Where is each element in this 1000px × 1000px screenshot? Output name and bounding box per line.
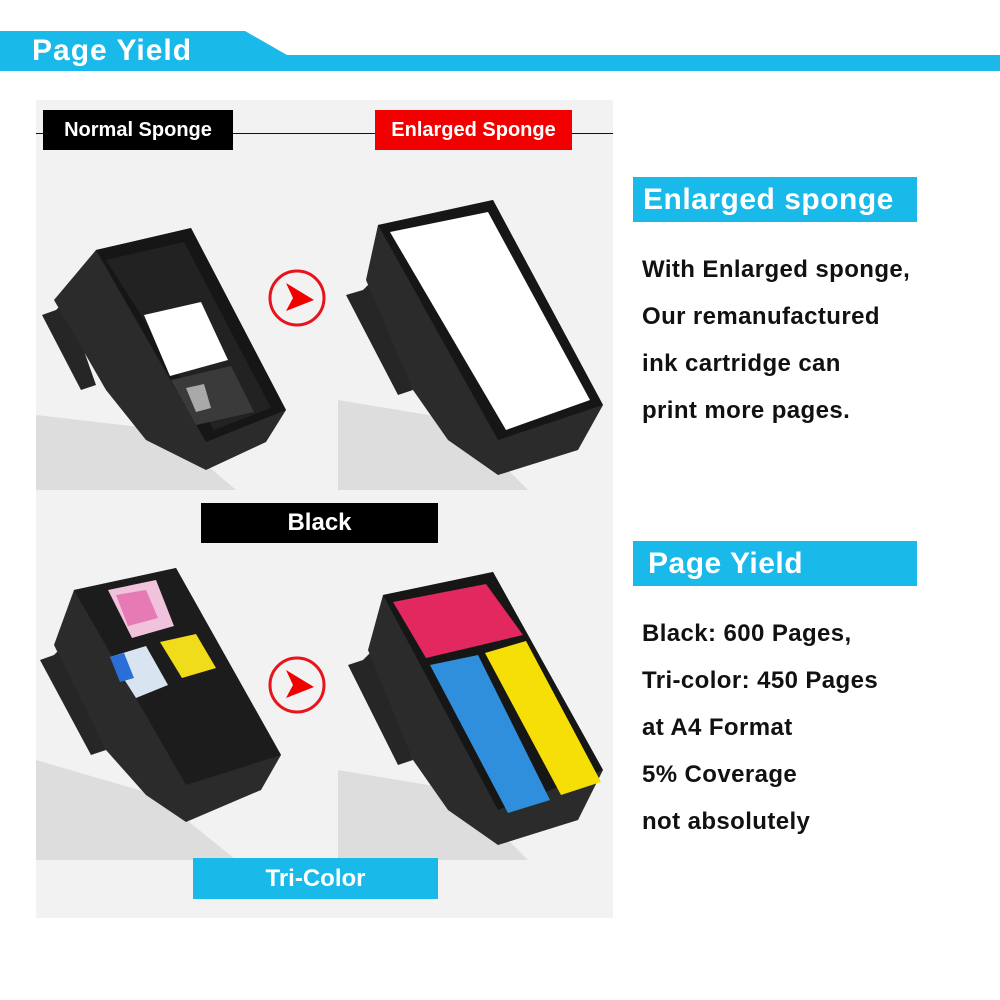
right-arrow-circle-icon bbox=[268, 656, 326, 714]
divider-line bbox=[36, 133, 613, 134]
right-arrow-circle-icon bbox=[268, 269, 326, 327]
black-cartridge-normal-image bbox=[36, 228, 286, 490]
page-title: Page Yield bbox=[32, 34, 193, 67]
yield-line: not absolutely bbox=[642, 808, 811, 835]
enlarged-sponge-description: With Enlarged sponge, Our remanufactured… bbox=[642, 246, 910, 434]
tricolor-caption: Tri-Color bbox=[193, 858, 438, 899]
yield-line: Tri-color: 450 Pages bbox=[642, 667, 879, 694]
tricolor-cartridge-normal-image bbox=[36, 568, 281, 860]
black-cartridge-enlarged-image bbox=[338, 200, 603, 490]
page-yield-heading: Page Yield bbox=[633, 541, 917, 586]
description-line: Our remanufactured bbox=[642, 303, 880, 330]
header-band bbox=[0, 31, 1000, 71]
description-line: print more pages. bbox=[642, 397, 851, 424]
yield-line: at A4 Format bbox=[642, 714, 793, 741]
page-yield-details: Black: 600 Pages, Tri-color: 450 Pages a… bbox=[642, 610, 878, 845]
tricolor-cartridge-enlarged-image bbox=[338, 572, 603, 860]
enlarged-sponge-tag: Enlarged Sponge bbox=[375, 110, 572, 150]
description-line: ink cartridge can bbox=[642, 350, 841, 377]
yield-line: Black: 600 Pages, bbox=[642, 620, 852, 647]
enlarged-sponge-heading: Enlarged sponge bbox=[633, 177, 917, 222]
yield-line: 5% Coverage bbox=[642, 761, 798, 788]
description-line: With Enlarged sponge, bbox=[642, 256, 911, 283]
black-caption: Black bbox=[201, 503, 438, 543]
normal-sponge-tag: Normal Sponge bbox=[43, 110, 233, 150]
